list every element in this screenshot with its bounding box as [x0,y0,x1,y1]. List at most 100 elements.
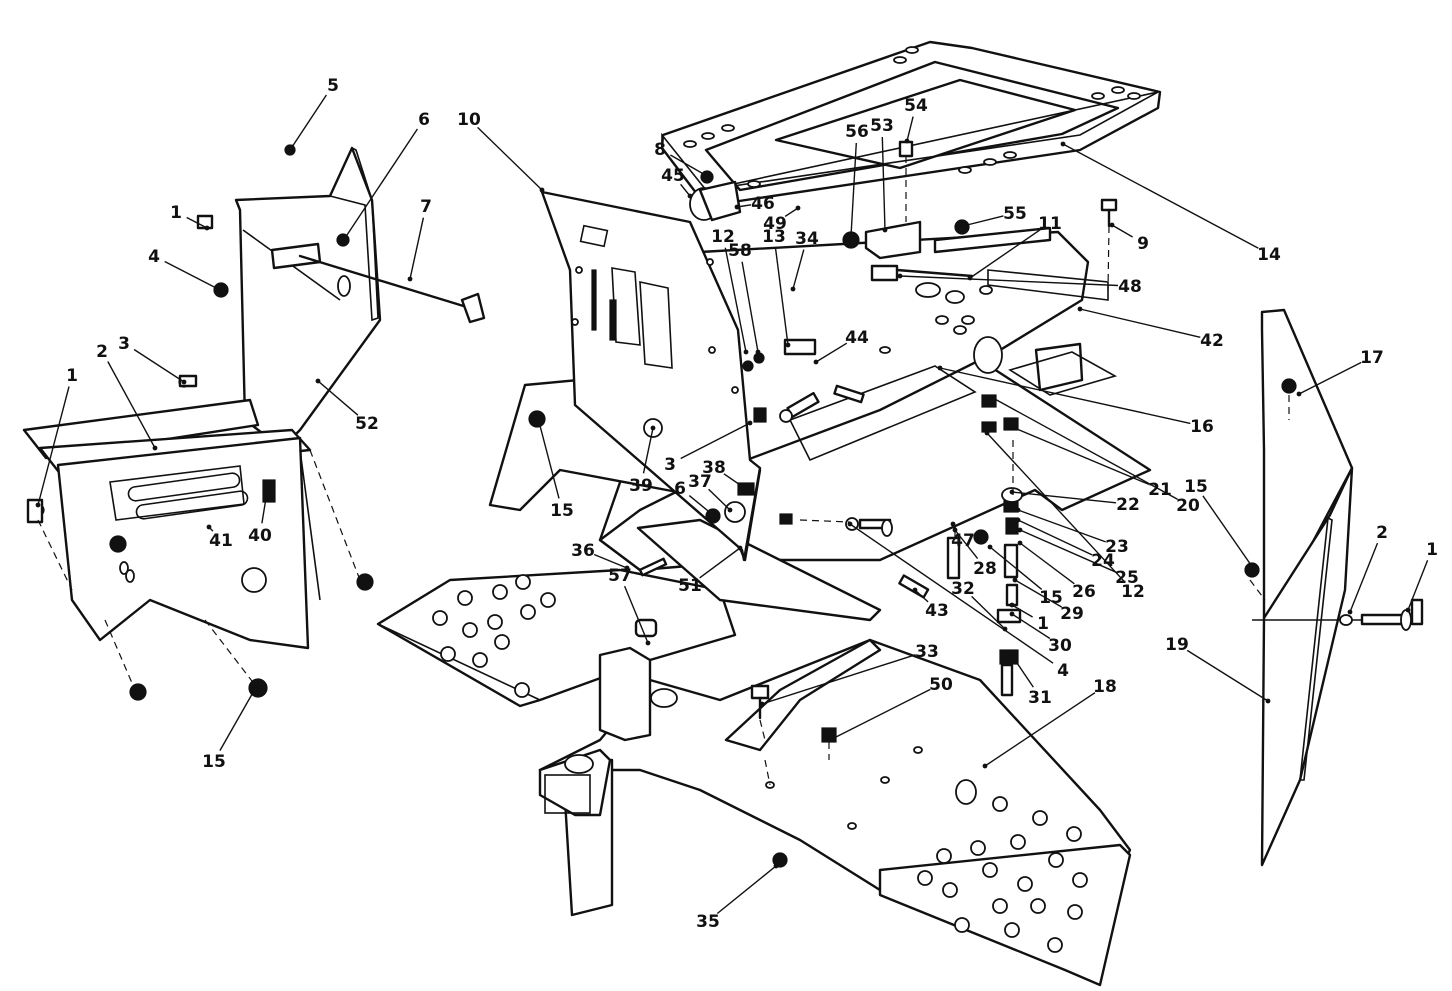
callout-label-51: 30 [1048,636,1072,656]
leader-line-44 [986,432,1126,583]
callout-label-62: 36 [571,541,595,561]
callout-label-40: 23 [1105,537,1129,557]
leader-anchor-37 [1009,424,1015,430]
callout-label-48: 29 [1060,604,1084,624]
leader-anchor-41 [1015,517,1021,523]
leader-anchor-22 [848,233,854,239]
leader-anchor-38 [990,395,996,401]
callout-label-41: 24 [1091,551,1115,571]
leader-line-31 [939,367,1191,425]
callout-label-47: 47 [951,531,975,551]
callout-label-45: 15 [1039,588,1063,608]
leader-anchor-62 [624,565,630,571]
callout-label-9: 41 [209,531,233,551]
leader-anchor-23 [882,227,888,233]
callout-label-14: 45 [661,166,685,186]
leader-anchor-52 [847,521,853,527]
callout-label-1: 6 [418,110,430,130]
leader-line-60 [708,488,731,511]
leader-anchor-14 [687,193,693,199]
leader-anchor-48 [1012,577,1018,583]
leader-line-66 [833,688,931,739]
callout-label-27: 14 [1257,245,1281,265]
leader-anchor-36 [1265,698,1271,704]
leader-anchor-39 [1009,489,1015,495]
leader-line-41 [1017,519,1093,556]
callout-label-20: 34 [795,229,819,249]
callout-label-54: 43 [925,601,949,621]
console-panel [488,190,762,562]
leader-line-13 [670,154,708,177]
leader-line-18 [741,261,759,353]
callout-label-32: 17 [1360,348,1384,368]
leader-anchor-19 [785,342,791,348]
callout-label-17: 12 [711,227,735,247]
leader-anchor-21 [813,359,819,365]
leader-anchor-40 [1015,507,1021,513]
callout-label-29: 48 [1118,277,1142,297]
callout-label-52: 4 [1057,661,1069,681]
leader-line-8 [317,380,359,416]
leader-anchor-27 [1060,141,1066,147]
leader-anchor-16 [795,205,801,211]
callout-label-25: 55 [1003,204,1027,224]
leader-line-34 [1349,542,1379,613]
callout-label-31: 16 [1190,417,1214,437]
leader-anchor-54 [912,587,918,593]
leader-line-58 [723,473,747,490]
leader-anchor-58 [743,486,749,492]
callout-label-39: 22 [1116,495,1140,515]
leader-line-55 [984,692,1096,767]
callout-label-23: 53 [870,116,894,136]
callout-label-3: 4 [148,247,160,267]
leader-line-53 [1012,656,1034,688]
leader-line-52 [849,523,1054,664]
leader-anchor-30 [1077,306,1083,312]
leader-line-64 [623,585,649,644]
callout-label-50: 1 [1037,614,1049,634]
leader-line-51 [1011,613,1051,640]
leader-anchor-47 [950,521,956,527]
leader-line-43 [1019,542,1075,585]
leader-anchor-15 [734,204,740,210]
callout-label-46: 28 [973,559,997,579]
leader-anchor-8 [315,378,321,384]
leader-anchor-44 [984,430,990,436]
leader-line-23 [881,136,886,231]
leader-line-49 [971,595,1006,630]
leader-anchor-17 [743,349,749,355]
leader-line-50 [1011,604,1033,618]
leader-line-7 [37,386,70,506]
callout-label-28: 9 [1137,234,1149,254]
leader-line-2 [186,216,208,229]
leader-line-61 [537,417,560,499]
leader-anchor-43 [1017,540,1023,546]
leader-anchor-7 [35,502,41,508]
callout-label-38: 20 [1176,496,1200,516]
callout-label-56: 3 [664,455,676,475]
leader-line-29 [899,275,1119,287]
leader-line-36 [1186,649,1269,702]
leader-anchor-3 [219,288,225,294]
leader-line-20 [792,249,805,290]
leader-line-3 [164,260,223,292]
leader-anchor-33 [1248,562,1254,568]
leader-line-65 [761,654,916,705]
leader-anchor-9 [206,524,212,530]
leader-line-45 [989,546,1043,590]
callout-label-7: 1 [66,366,78,386]
leader-anchor-65 [759,701,765,707]
leader-anchor-11 [252,686,258,692]
callout-label-4: 7 [420,197,432,217]
leader-anchor-13 [704,173,710,179]
callout-label-22: 56 [845,122,869,142]
leader-anchor-6 [152,445,158,451]
leader-line-10 [261,491,268,524]
leader-anchor-35 [1405,607,1411,613]
callout-label-64: 57 [608,566,632,586]
leader-anchor-61 [535,415,541,421]
leader-line-30 [1079,308,1201,338]
leader-line-28 [1111,224,1133,238]
